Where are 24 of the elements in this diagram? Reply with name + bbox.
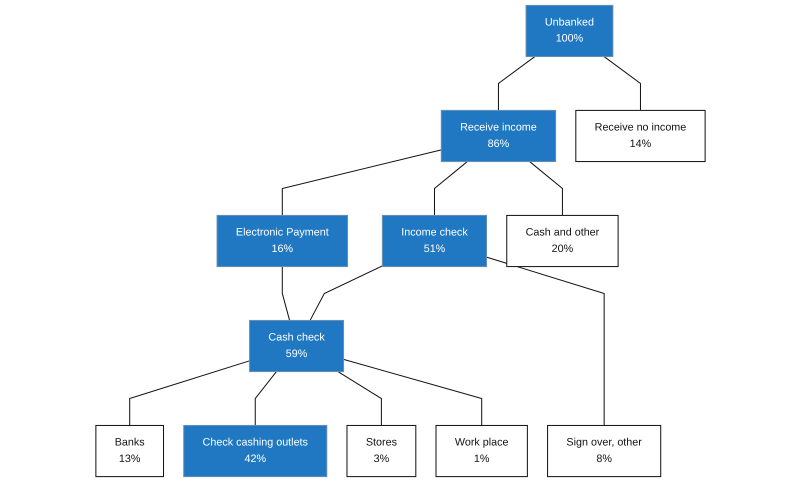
node-box: Unbanked 100% (526, 4, 614, 58)
node-box: Banks 13% (95, 424, 164, 478)
connector (254, 371, 277, 426)
connector (343, 358, 482, 426)
connector (310, 265, 383, 321)
node-box: Receive income 86% (440, 110, 556, 162)
connector (498, 56, 536, 110)
node-box: Receive no income 14% (575, 110, 706, 162)
node-box: Stores 3% (346, 424, 416, 478)
connector (434, 161, 468, 216)
connector (604, 56, 641, 110)
node-box: Cash and other 20% (506, 214, 619, 268)
node-box: Income check 51% (382, 214, 488, 268)
node-box: Electronic Payment 16% (216, 214, 348, 268)
node-box: Cash check 59% (249, 320, 344, 372)
connector (338, 371, 382, 426)
node-box: Sign over, other 8% (547, 424, 662, 478)
node-box: Check cashing outlets 42% (183, 424, 328, 478)
connector (529, 161, 563, 216)
connector (486, 256, 605, 426)
connector (282, 266, 290, 321)
connector (282, 149, 442, 216)
node-box: Work place 1% (436, 424, 528, 478)
connector (129, 360, 250, 426)
